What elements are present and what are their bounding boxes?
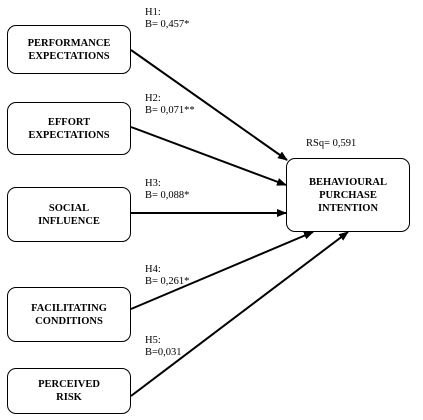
path-label-h4: H4: B= 0,261* bbox=[145, 264, 189, 288]
perceived-risk-line-2: RISK bbox=[56, 392, 82, 403]
r-squared-label: RSq= 0,591 bbox=[306, 138, 357, 149]
perceived-risk-box: PERCEIVED RISK bbox=[7, 368, 131, 414]
behavioural-purchase-intention-line-2: PURCHASE bbox=[319, 189, 377, 201]
facilitating-conditions-line-2: CONDITIONS bbox=[35, 315, 103, 327]
arrow-h5 bbox=[130, 231, 349, 397]
path-label-h3: H3: B= 0,088* bbox=[145, 178, 189, 202]
hypothesis-h1: H1: bbox=[145, 7, 161, 18]
coefficient-h3: B= 0,088* bbox=[145, 190, 190, 201]
facilitating-conditions-line-1: FACILITATING bbox=[31, 302, 107, 314]
social-influence-line-2: INFLUENCE bbox=[38, 215, 100, 227]
coefficient-h4: B= 0,261* bbox=[145, 276, 190, 287]
arrow-h1 bbox=[130, 49, 288, 161]
coefficient-h2: B= 0,071** bbox=[145, 105, 195, 116]
social-influence-line-1: SOCIAL bbox=[48, 202, 90, 214]
hypothesis-h2: H2: bbox=[145, 93, 161, 104]
performance-expectations-line-2: EXPECTATIONS bbox=[28, 50, 110, 62]
performance-expectations-line-1: PERFORMANCE bbox=[27, 37, 111, 49]
facilitating-conditions-box: FACILITATING CONDITIONS bbox=[7, 287, 131, 342]
social-influence-box: SOCIAL INFLUENCE bbox=[7, 187, 131, 242]
arrow-h2 bbox=[130, 126, 287, 186]
arrow-h4 bbox=[130, 231, 314, 310]
effort-expectations-line-2: EXPECTATIONS bbox=[28, 129, 110, 141]
hypothesis-h4: H4: bbox=[145, 264, 161, 275]
path-label-h1: H1: B= 0,457* bbox=[145, 7, 189, 31]
behavioural-purchase-intention-box: BEHAVIOURAL PURCHASE INTENTION bbox=[286, 158, 410, 232]
behavioural-purchase-intention-line-1: BEHAVIOURAL bbox=[309, 176, 387, 188]
effort-expectations-box: EFFORT EXPECTATIONS bbox=[7, 102, 131, 155]
performance-expectations-box: PERFORMANCE EXPECTATIONS bbox=[7, 25, 131, 74]
effort-expectations-line-1: EFFORT bbox=[47, 116, 91, 128]
coefficient-h5: B=0,031 bbox=[145, 347, 182, 358]
path-label-h5: H5: B=0,031 bbox=[145, 335, 182, 359]
path-label-h2: H2: B= 0,071** bbox=[145, 93, 195, 117]
perceived-risk-line-1: PERCEIVED bbox=[38, 379, 100, 390]
behavioural-purchase-intention-line-3: INTENTION bbox=[317, 202, 379, 214]
coefficient-h1: B= 0,457* bbox=[145, 19, 190, 30]
hypothesis-h5: H5: bbox=[145, 335, 161, 346]
hypothesis-h3: H3: bbox=[145, 178, 161, 189]
